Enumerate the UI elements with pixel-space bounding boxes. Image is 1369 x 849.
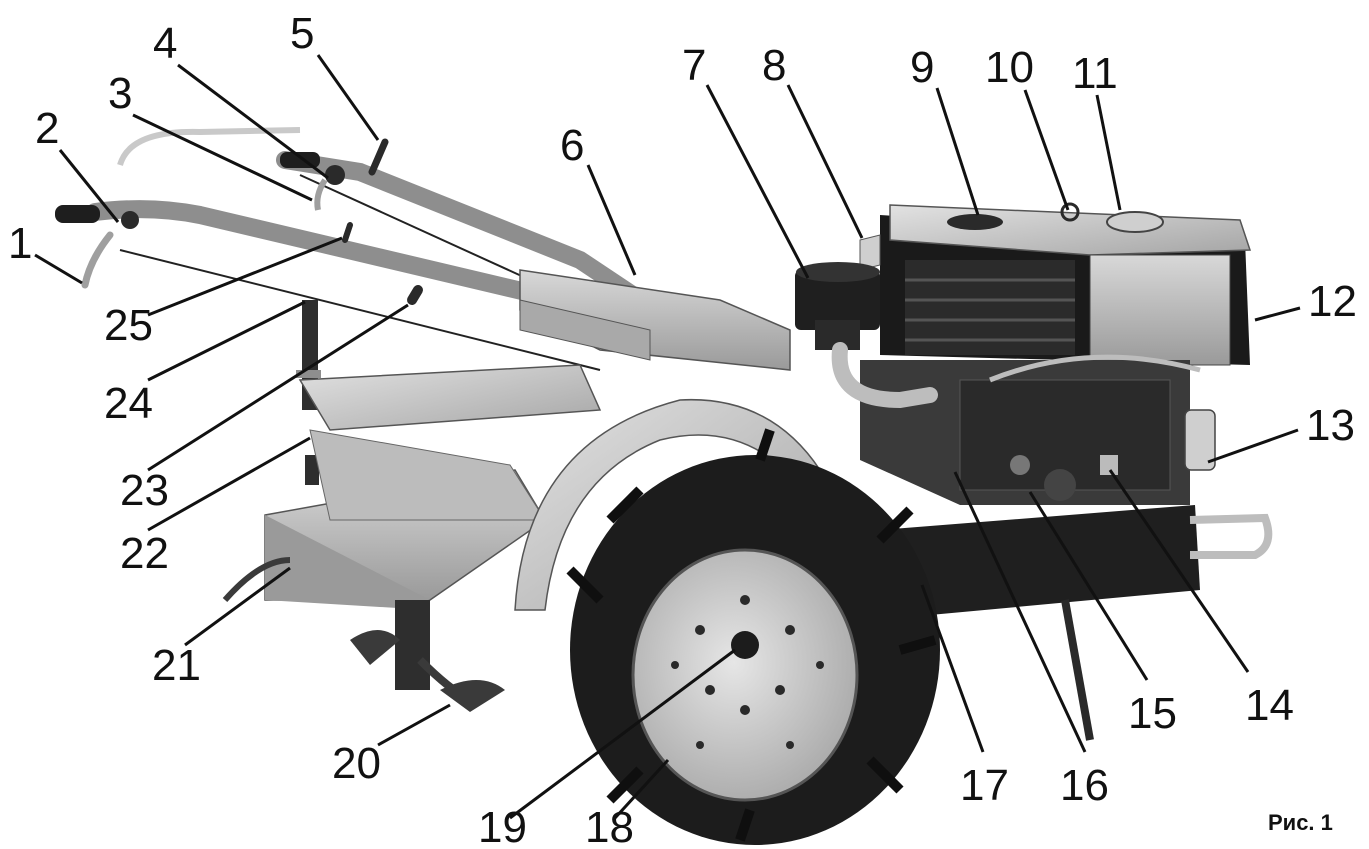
callout-3: 3 (108, 69, 132, 118)
callout-25: 25 (104, 301, 153, 350)
radiator-grille (905, 260, 1075, 355)
tiller-cover (264, 364, 602, 610)
callout-5: 5 (290, 9, 314, 58)
callout-4: 4 (153, 19, 177, 68)
callout-23: 23 (120, 466, 169, 515)
frame-housing (519, 269, 791, 371)
fuel-filter (1184, 409, 1216, 471)
wheel (566, 428, 940, 845)
callout-22: 22 (120, 529, 169, 578)
callout-6: 6 (560, 121, 584, 170)
callout-8: 8 (762, 41, 786, 90)
callout-16: 16 (1060, 761, 1109, 810)
radiator-cap (947, 214, 1003, 230)
callout-20: 20 (332, 739, 381, 788)
machine-illustration (55, 127, 1273, 845)
callout-15: 15 (1128, 689, 1177, 738)
engine (795, 202, 1252, 505)
callout-7: 7 (682, 41, 706, 90)
callout-17: 17 (960, 761, 1009, 810)
callout-9: 9 (910, 43, 934, 92)
oil-filler-ring (1060, 202, 1080, 222)
leader-lines (34, 54, 1301, 820)
callout-13: 13 (1306, 401, 1355, 450)
callout-2: 2 (35, 104, 59, 153)
tiller-tines (222, 557, 505, 712)
front-frame (880, 505, 1273, 741)
callout-18: 18 (585, 803, 634, 849)
callout-21: 21 (152, 641, 201, 690)
handle-levers (81, 138, 423, 305)
callout-labels: 1 2 3 4 5 6 7 8 9 10 11 12 13 14 15 16 1… (8, 9, 1357, 849)
callout-1: 1 (8, 219, 32, 268)
callout-19: 19 (478, 803, 527, 849)
figure-caption: Рис. 1 (1268, 810, 1333, 835)
callout-14: 14 (1245, 681, 1294, 730)
exhaust-pipe (831, 342, 938, 409)
fuel-tank-cap (1106, 211, 1164, 233)
callout-11: 11 (1072, 49, 1118, 98)
left-grip (55, 205, 100, 223)
callout-12: 12 (1308, 277, 1357, 326)
callout-24: 24 (104, 379, 153, 428)
callout-10: 10 (985, 43, 1034, 92)
